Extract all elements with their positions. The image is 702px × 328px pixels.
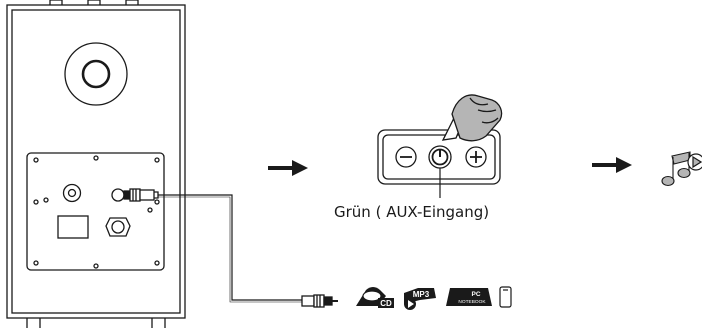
- smartphone-icon: [499, 286, 512, 308]
- pc-label: PC: [471, 291, 480, 298]
- tweeter: [64, 42, 128, 106]
- hand-press-icon: [441, 94, 503, 142]
- notebook-label: NOTEBOOK: [458, 299, 486, 305]
- mp3-label: MP3: [413, 290, 430, 299]
- plus-icon[interactable]: [465, 146, 487, 168]
- speaker-icon: [6, 0, 186, 328]
- minus-icon[interactable]: [395, 146, 417, 168]
- notebook-icon: PC NOTEBOOK: [446, 288, 492, 306]
- music-note-icon: [661, 151, 691, 187]
- aux-input-caption: Grün ( AUX-Eingang): [334, 203, 490, 221]
- rear-panel: [26, 152, 165, 271]
- arrow-to-music: [592, 157, 632, 173]
- power-icon[interactable]: [428, 145, 452, 169]
- audio-cable-icon: [123, 188, 338, 308]
- play-icon: [687, 153, 702, 171]
- cd-icon: CD: [356, 287, 394, 308]
- control-panel: [377, 129, 501, 198]
- mp3-player-icon: MP3: [404, 288, 436, 310]
- arrow-to-control-panel: [268, 160, 308, 176]
- cd-label: CD: [380, 299, 392, 308]
